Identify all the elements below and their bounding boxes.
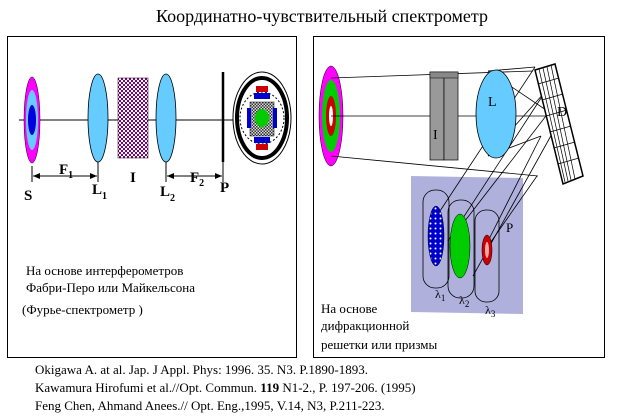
lens-l1 (87, 73, 109, 163)
lens-l (475, 69, 517, 159)
right-caption-1: На основе (321, 301, 378, 316)
spectral-image-2 (447, 199, 475, 299)
slide-title: Координатно-чувствительный спектрометр (156, 6, 488, 26)
fringe-pattern (232, 71, 292, 165)
interferometer-i (429, 71, 459, 161)
lens-l2 (155, 73, 177, 163)
source-s (23, 76, 41, 164)
left-caption-2: Фабри-Перо или Майкельсона (26, 280, 195, 295)
label-lambda3: λ3 (485, 303, 496, 319)
label-p: P (506, 220, 513, 235)
label-p: P (220, 180, 229, 196)
label-f2: F2 (190, 170, 204, 189)
label-lambda1: λ1 (435, 287, 445, 303)
label-i: I (433, 128, 438, 143)
left-caption-3: (Фурье-спектрометр ) (22, 302, 143, 317)
interferometer-i (117, 77, 149, 159)
left-caption-1: На основе интерферометров (26, 263, 184, 278)
label-l1: L1 (92, 182, 107, 202)
right-caption-3: решетки или призмы (321, 337, 438, 352)
reference-1: Okigawa A. at al. Jap. J Appl. Phys: 199… (35, 362, 368, 377)
grating-d (534, 63, 584, 186)
f1-dimension (31, 162, 99, 182)
spectral-image-3 (474, 209, 500, 303)
interferometer-diagram: S F1 L1 I L2 F2 P (19, 71, 292, 204)
reference-2: Kawamura Hirofumi et al.//Opt. Commun. 1… (35, 380, 416, 395)
label-i: I (130, 170, 136, 186)
label-d: D (557, 105, 567, 120)
label-f1: F1 (59, 162, 73, 181)
label-l: L (488, 95, 497, 110)
reference-3: Feng Chen, Ahmand Anees.// Opt. Eng.,199… (35, 398, 385, 413)
right-caption-2: дифракционной (321, 318, 410, 333)
label-lambda2: λ2 (459, 293, 469, 309)
f2-dimension (165, 162, 224, 182)
label-s: S (24, 188, 32, 204)
label-l2: L2 (160, 184, 175, 204)
spectral-image-1 (422, 189, 450, 289)
grating-diagram: I L D P λ1 λ2 λ3 (318, 63, 584, 319)
